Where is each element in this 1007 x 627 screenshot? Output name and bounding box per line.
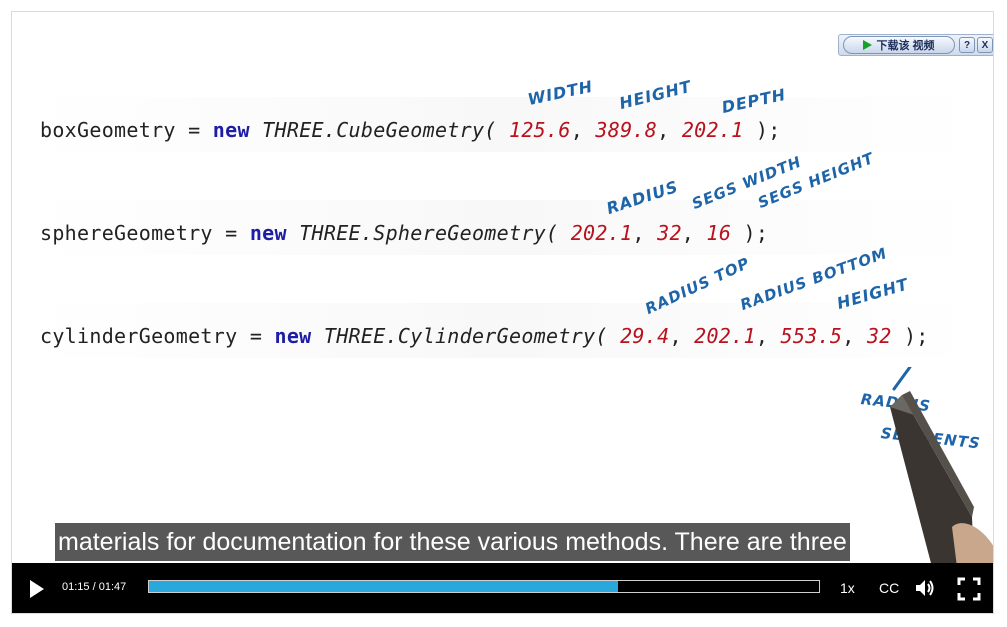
play-icon[interactable] xyxy=(30,580,44,598)
comma: , xyxy=(755,324,769,348)
arg-segs-height: 16 xyxy=(706,221,732,245)
keyword-new: new xyxy=(249,221,287,245)
arg-width: 125.6 xyxy=(509,118,571,142)
variable-name: boxGeometry xyxy=(40,118,176,142)
time-separator: / xyxy=(92,581,96,593)
arg-height: 553.5 xyxy=(780,324,843,348)
current-time: 01:15 xyxy=(62,581,90,593)
close-button[interactable]: X xyxy=(977,37,993,53)
keyword-new: new xyxy=(274,324,312,348)
progress-bar[interactable] xyxy=(148,580,820,593)
download-video-button[interactable]: 下载该 视频 xyxy=(843,36,955,54)
playback-speed-button[interactable]: 1x xyxy=(840,580,855,596)
annotation-radius-segments-1: RADIUS xyxy=(860,390,932,416)
video-frame: boxGeometry = new THREE.CubeGeometry( 12… xyxy=(11,11,994,614)
keyword-new: new xyxy=(212,118,250,142)
variable-name: cylinderGeometry xyxy=(40,324,238,348)
captions-button[interactable]: CC xyxy=(879,580,900,596)
arg-depth: 202.1 xyxy=(681,118,744,142)
comma: , xyxy=(842,324,855,348)
comma: , xyxy=(657,118,670,142)
fullscreen-icon[interactable] xyxy=(957,577,981,601)
arg-radius-bottom: 202.1 xyxy=(694,324,756,348)
code-band xyxy=(30,200,980,255)
code-line-box: boxGeometry = new THREE.CubeGeometry( 12… xyxy=(40,118,781,142)
help-button[interactable]: ? xyxy=(959,37,975,53)
equals-sign: = xyxy=(249,324,263,348)
comma: , xyxy=(669,324,682,348)
comma: , xyxy=(570,118,584,142)
arg-radius-top: 29.4 xyxy=(620,324,670,348)
subtitle-caption: materials for documentation for these va… xyxy=(55,523,850,561)
equals-sign: = xyxy=(225,221,238,245)
arg-segs-width: 32 xyxy=(657,221,682,245)
progress-fill xyxy=(149,581,618,592)
annotation-radius-segments-2: SEGMENTS xyxy=(880,424,982,453)
arg-height: 389.8 xyxy=(595,118,658,142)
comma: , xyxy=(681,221,695,245)
download-toolbar: 下载该 视频 ? X xyxy=(838,34,993,56)
equals-sign: = xyxy=(188,118,201,142)
duration: 01:47 xyxy=(98,581,127,593)
arg-radius-segments: 32 xyxy=(866,324,892,348)
code-line-cylinder: cylinderGeometry = new THREE.CylinderGeo… xyxy=(40,324,929,348)
close-paren: ); xyxy=(903,324,929,348)
video-content[interactable]: boxGeometry = new THREE.CubeGeometry( 12… xyxy=(12,12,993,563)
close-paren: ); xyxy=(755,118,781,142)
variable-name: sphereGeometry xyxy=(40,221,213,245)
arg-radius: 202.1 xyxy=(570,221,633,245)
code-line-sphere: sphereGeometry = new THREE.SphereGeometr… xyxy=(40,221,768,245)
close-paren: ); xyxy=(743,221,769,245)
code-band xyxy=(30,97,980,152)
class-name: THREE.SphereGeometry( xyxy=(299,221,559,245)
volume-icon[interactable] xyxy=(914,577,936,599)
time-display: 01:15 / 01:47 xyxy=(62,581,126,593)
class-name: THREE.CylinderGeometry( xyxy=(323,324,608,348)
code-band xyxy=(30,303,980,358)
comma: , xyxy=(632,221,645,245)
download-video-label: 下载该 视频 xyxy=(876,40,935,52)
player-controls: 01:15 / 01:47 1x CC xyxy=(12,563,993,613)
class-name: THREE.CubeGeometry( xyxy=(262,118,497,142)
download-play-icon xyxy=(863,40,873,50)
